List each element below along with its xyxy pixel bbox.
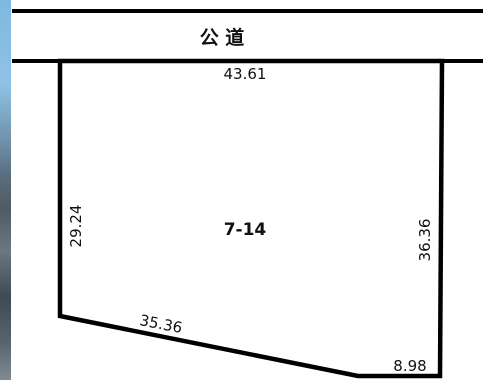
lot-number: 7-14 — [224, 220, 267, 240]
background-photo-strip — [0, 0, 11, 380]
road-label: 公 道 — [200, 26, 245, 49]
parcel-boundary — [57, 58, 445, 379]
dimension-right: 36.36 — [416, 219, 434, 262]
dimension-top: 43.61 — [224, 65, 267, 83]
dimension-left: 29.24 — [67, 205, 85, 248]
dimension-bottom-right: 8.98 — [393, 357, 426, 375]
